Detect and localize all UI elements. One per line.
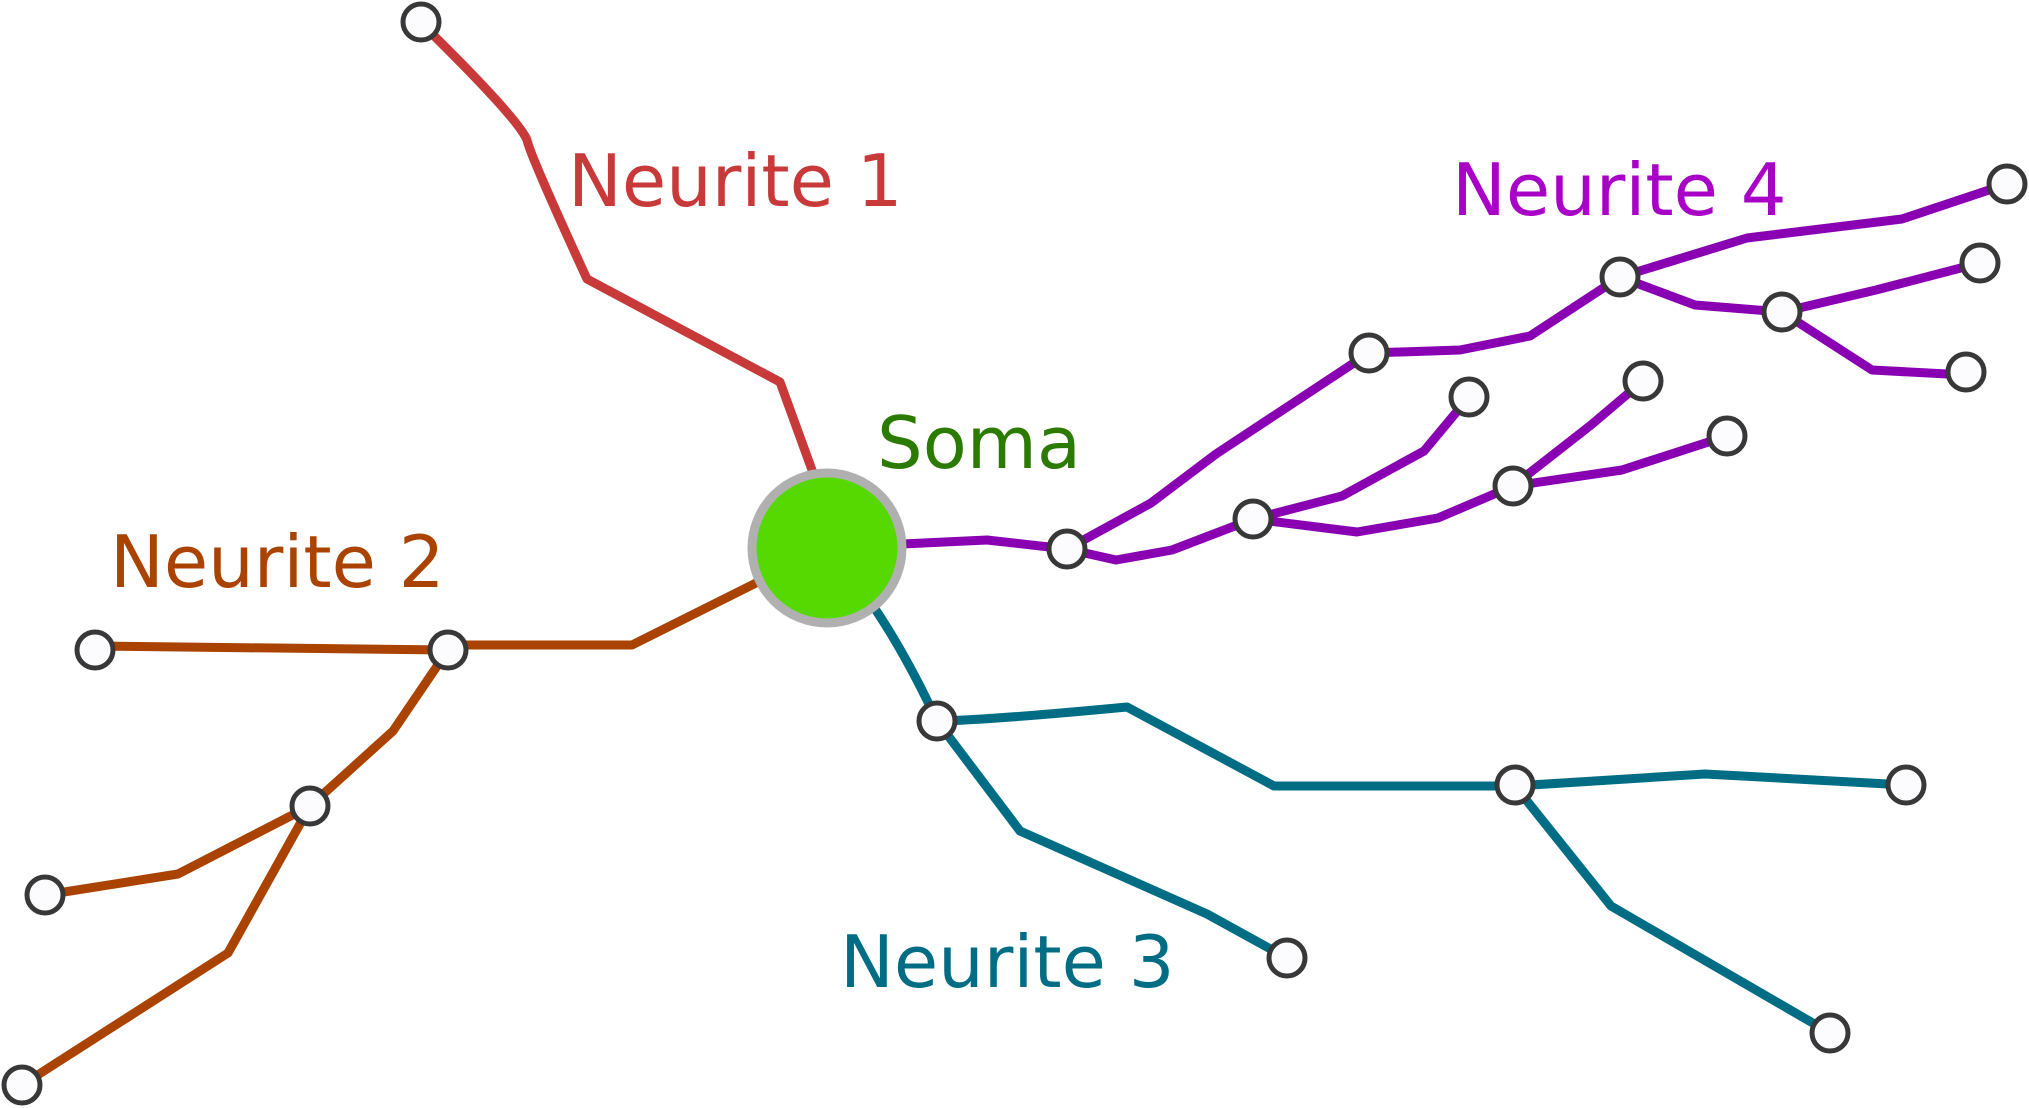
- soma-label: Soma: [877, 401, 1081, 485]
- neurite-4-branch-lower: [1062, 514, 1258, 565]
- node: [1885, 764, 1927, 806]
- node: [1266, 937, 1308, 979]
- neurite-2-branch-left: [90, 641, 453, 655]
- node: [1945, 351, 1987, 393]
- neurite-4-branch-upper: [1062, 348, 1374, 554]
- neurite-2: [17, 543, 831, 1090]
- neurite-4-lower-right: [1508, 431, 1732, 491]
- node: [1494, 764, 1536, 806]
- node: [1, 1064, 43, 1106]
- neurite-4-lower-upper: [1508, 376, 1648, 491]
- node: [427, 629, 469, 671]
- soma-body: [747, 468, 907, 628]
- neurite-4-right-branch: [1615, 272, 1787, 317]
- node: [1232, 498, 1274, 540]
- neurite-4-upper-continue: [1364, 272, 1625, 358]
- node: [1622, 360, 1664, 402]
- neurite-3-label: Neurite 3: [840, 920, 1175, 1004]
- neurite-4-label: Neurite 4: [1452, 148, 1787, 232]
- neurite-4-right-lower: [1777, 307, 1971, 380]
- node: [1959, 242, 2001, 284]
- soma: [747, 468, 907, 628]
- neurite-2-branch-mid: [40, 801, 315, 900]
- neurite-2-label: Neurite 2: [110, 520, 445, 604]
- node: [1706, 415, 1748, 457]
- neurite-4-right-upper: [1777, 258, 1985, 317]
- neurite-3-branch-far: [1510, 769, 1911, 791]
- neurite-3-branch-low: [932, 716, 1292, 963]
- neurite-4-top-branch: [1615, 179, 2012, 282]
- node: [24, 874, 66, 916]
- node: [1448, 376, 1490, 418]
- neurite-3-branch-tail: [1510, 781, 1835, 1038]
- neurite-1-branch: [415, 17, 845, 552]
- neurite-1-label: Neurite 1: [568, 139, 903, 223]
- neurite-2-branch-down: [305, 645, 453, 811]
- node: [74, 629, 116, 671]
- neurite-4-mid-branch: [1248, 392, 1474, 524]
- neurite-4: [835, 179, 2012, 565]
- node: [1986, 163, 2028, 205]
- neurite-1: [415, 17, 845, 552]
- node: [916, 700, 958, 742]
- node: [1761, 291, 1803, 333]
- node: [1348, 332, 1390, 374]
- neurite-4-lower-continue: [1248, 481, 1518, 537]
- node: [1046, 528, 1088, 570]
- node: [1492, 465, 1534, 507]
- neurite-3-branch-right: [932, 702, 1520, 791]
- node: [289, 785, 331, 827]
- node: [1809, 1012, 1851, 1054]
- node: [1599, 256, 1641, 298]
- node: [400, 1, 442, 43]
- neurite-2-branch-low: [17, 801, 315, 1090]
